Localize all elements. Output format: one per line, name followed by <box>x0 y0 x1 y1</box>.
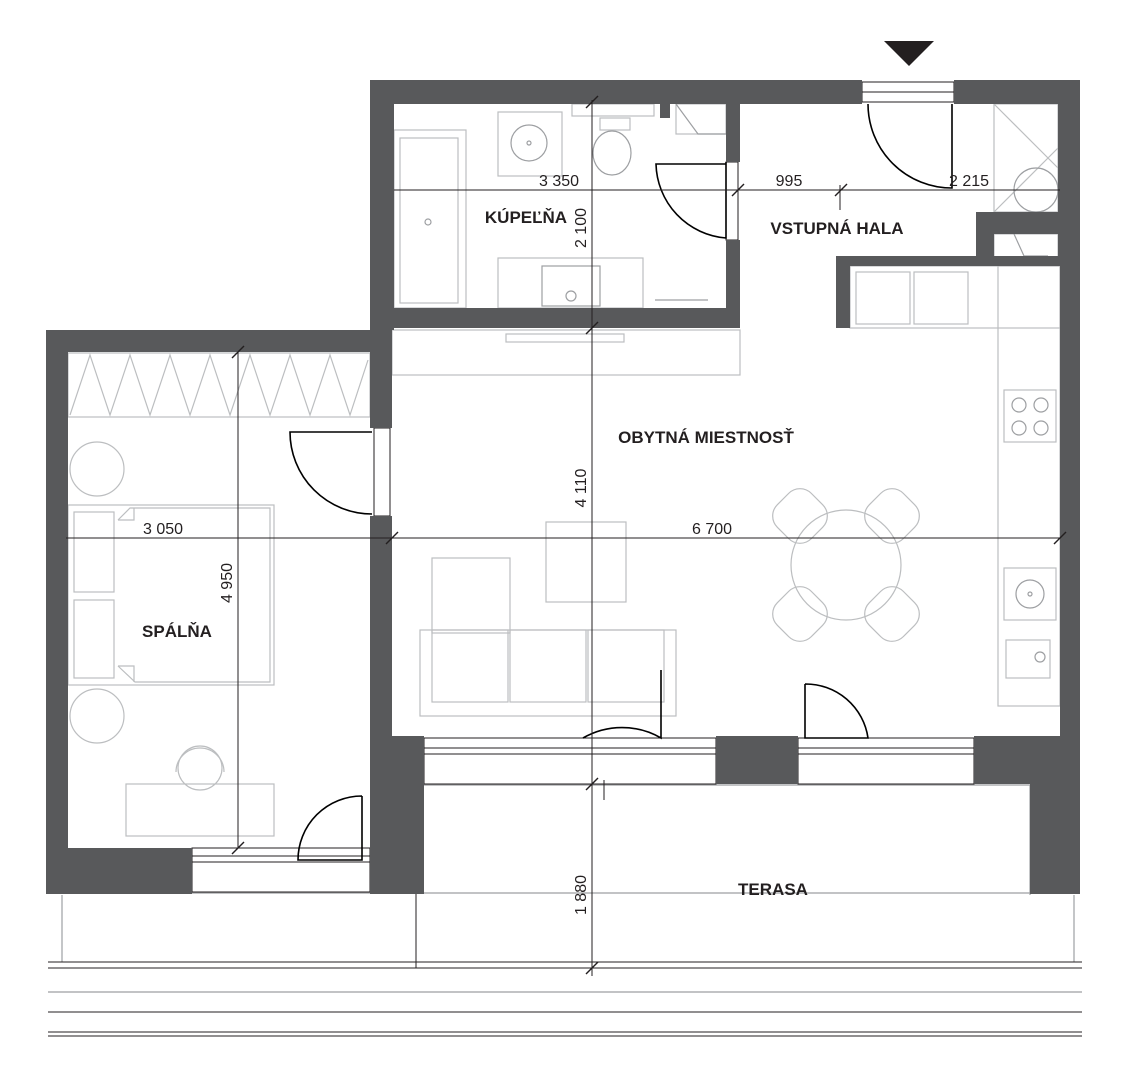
nightstand-top <box>69 441 125 497</box>
dim-terrace-depth: 1 880 <box>573 875 590 915</box>
room-label-bathroom: KÚPEĽŇA <box>485 208 567 227</box>
hall-wardrobe <box>993 103 1059 261</box>
sofa <box>419 557 677 717</box>
dining-set <box>772 488 920 642</box>
doors <box>289 103 953 861</box>
toilet <box>571 103 655 176</box>
coffee-table <box>545 521 627 603</box>
room-label-living: OBYTNÁ MIESTNOSŤ <box>618 428 794 447</box>
entrance-door <box>867 103 953 189</box>
dim-bed-width: 3 050 <box>143 521 183 538</box>
dim-hall-a: 995 <box>776 173 803 190</box>
nightstand-bottom <box>69 688 125 744</box>
dim-living-depth: 4 110 <box>573 468 590 507</box>
room-label-bedroom: SPÁLŇA <box>142 622 212 641</box>
overhead-cabinet <box>391 329 741 376</box>
room-label-hall: VSTUPNÁ HALA <box>770 219 903 238</box>
bathtub <box>393 129 467 309</box>
bed <box>67 504 275 686</box>
dim-bath-depth: 2 100 <box>573 208 590 248</box>
room-label-terrace: TERASA <box>738 880 808 899</box>
dim-hall-b: 2 215 <box>949 173 989 190</box>
dim-bath-width: 3 350 <box>539 173 579 190</box>
bedroom-door <box>289 431 373 515</box>
terrace-door-right <box>804 683 869 739</box>
dim-living-width: 6 700 <box>692 521 732 538</box>
bathroom-washbasin <box>497 257 708 309</box>
dimension-lines <box>66 95 1067 976</box>
room-labels: KÚPEĽŇA VSTUPNÁ HALA OBYTNÁ MIESTNOSŤ SP… <box>142 208 904 899</box>
desk <box>125 783 275 837</box>
bedroom-wardrobe <box>67 352 371 418</box>
kitchen-counter <box>849 265 1061 707</box>
dim-bed-depth: 4 950 <box>219 563 236 603</box>
desk-chair <box>175 745 225 791</box>
bathroom-door <box>655 162 727 239</box>
washing-machine <box>497 111 563 177</box>
walls <box>46 80 1080 894</box>
terrace <box>48 784 1082 1037</box>
entrance-arrow-icon <box>884 41 934 66</box>
bedroom-terrace-door <box>297 795 363 861</box>
terrace-door-left <box>582 670 662 740</box>
dimension-labels: 3 350 2 100 995 2 215 4 110 6 700 3 050 … <box>143 173 989 915</box>
